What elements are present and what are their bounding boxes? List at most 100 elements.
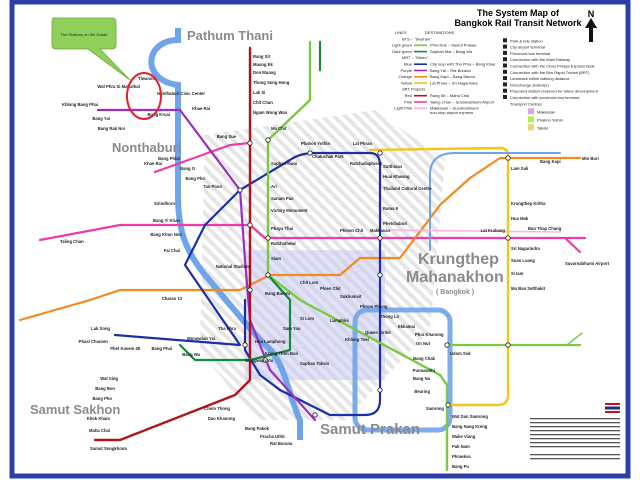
station-label[interactable]: Lat Krabang: [481, 228, 506, 233]
station-label[interactable]: Ratchathewi: [271, 241, 296, 246]
station-label[interactable]: Sri Nagarindra: [511, 246, 541, 251]
station-label[interactable]: Thung Song Hong: [253, 80, 290, 85]
station-label[interactable]: Sirindhorn: [154, 201, 176, 206]
station-label[interactable]: Queen Sirikit: [365, 330, 391, 335]
station-label[interactable]: Bang Bon: [95, 386, 115, 391]
station-label[interactable]: Phrom Phong: [360, 304, 388, 309]
station-label[interactable]: Saphan Kwai: [271, 161, 297, 166]
station-label[interactable]: Nonthaburi Civic Center: [157, 91, 205, 96]
station-label[interactable]: Maha Chai: [89, 428, 110, 433]
station-label[interactable]: Rat Burana: [270, 441, 293, 446]
station-label[interactable]: Chit Lom: [300, 280, 318, 285]
station-label[interactable]: Bang Khun Non: [150, 232, 182, 237]
station-label[interactable]: Bang Phai: [152, 346, 172, 351]
station-label[interactable]: Bang Wa: [182, 352, 200, 357]
station-label[interactable]: Phaya Thai: [271, 226, 293, 231]
station-label[interactable]: Phasi Charoen: [79, 339, 109, 344]
station-label[interactable]: Victory Monument: [271, 208, 308, 213]
station-label[interactable]: Hua Lamphong: [255, 339, 286, 344]
station-label[interactable]: Samrong: [426, 406, 445, 411]
station-label[interactable]: Phraeksa: [452, 454, 471, 459]
station-label[interactable]: Wat Phra Si Mahathat: [97, 84, 140, 89]
station-label[interactable]: Ekkamai: [398, 324, 415, 329]
station-label[interactable]: Rang Sit: [253, 54, 271, 59]
station-label[interactable]: Bang Kruai: [148, 112, 170, 117]
station-label[interactable]: Si Iam: [511, 271, 524, 276]
station-label[interactable]: Phetchaburi: [383, 221, 407, 226]
station-label[interactable]: Bang Kapi: [540, 159, 561, 164]
station-label[interactable]: Lat Phrao: [353, 141, 373, 146]
station-label[interactable]: Hua Mak: [511, 216, 529, 221]
station-label[interactable]: Bang Pho: [185, 176, 205, 181]
station-label[interactable]: Chom Thong: [204, 406, 230, 411]
station-label[interactable]: Bang Phlat: [158, 156, 180, 161]
station-label[interactable]: Sanam Pao: [271, 196, 294, 201]
station-label[interactable]: National Stadium: [216, 264, 250, 269]
station-label[interactable]: Don Muang: [253, 70, 276, 75]
station-label[interactable]: Wongwian Yai: [245, 358, 273, 363]
station-label[interactable]: Fai Chai: [164, 248, 180, 253]
station-label[interactable]: Phet Kasem 48: [110, 346, 140, 351]
station-label[interactable]: Mo Chit: [271, 126, 287, 131]
station-label[interactable]: Bang Rak Noi: [98, 126, 125, 131]
station-label[interactable]: Bang Pakok: [245, 426, 270, 431]
station-label[interactable]: Ploen Chit: [320, 286, 341, 291]
station-label[interactable]: Makkasan: [370, 228, 390, 233]
station-label[interactable]: Phahon Yothin: [301, 141, 331, 146]
station-label[interactable]: Tiwanon: [138, 76, 155, 81]
station-label[interactable]: Chit Chan: [253, 100, 273, 105]
station-label[interactable]: Lak Si: [253, 90, 265, 95]
station-label[interactable]: Phloen Chit: [340, 228, 364, 233]
station-label[interactable]: Udom Suk: [450, 351, 471, 356]
station-label[interactable]: Sam Yan: [283, 326, 301, 331]
station-label[interactable]: Huai Khwang: [383, 174, 410, 179]
station-label[interactable]: Bang Yi Khan: [153, 218, 180, 223]
station-label[interactable]: Sutthisan: [383, 164, 403, 169]
station-label[interactable]: Lam Sali: [511, 166, 528, 171]
station-label[interactable]: Dao Khanong: [208, 416, 236, 421]
station-label[interactable]: On Nut: [416, 341, 431, 346]
station-label[interactable]: Siam: [271, 256, 281, 261]
station-label[interactable]: Bang Sue: [217, 134, 237, 139]
station-label[interactable]: Mu Ban Setthakit: [511, 286, 546, 291]
station-label[interactable]: Khlong Bang Phai: [62, 102, 98, 107]
station-label[interactable]: Krungthep Kritha: [511, 201, 546, 206]
station-label[interactable]: Pracha Uthit: [260, 434, 285, 439]
station-label[interactable]: Ngam Wong Wan: [253, 110, 288, 115]
station-label[interactable]: Khae Rai: [144, 161, 162, 166]
station-label[interactable]: Bang Nang Kreng: [452, 424, 488, 429]
station-label[interactable]: Bang Bamru: [265, 291, 290, 296]
station-label[interactable]: Phra Khanong: [415, 332, 444, 337]
station-label[interactable]: Min Buri: [582, 156, 599, 161]
station-label[interactable]: Tha Phra: [218, 326, 237, 331]
station-label[interactable]: Wake Viang: [452, 434, 476, 439]
station-label[interactable]: Charan 13: [162, 296, 183, 301]
station-label[interactable]: Taling Chan: [60, 239, 84, 244]
station-label[interactable]: Khlong Toei: [345, 337, 369, 342]
station-label[interactable]: Lak Song: [91, 326, 110, 331]
station-label[interactable]: Wat Sing: [100, 376, 118, 381]
station-label[interactable]: Wongwian Yai: [187, 336, 215, 341]
station-label[interactable]: Krung Thon Buri: [265, 351, 298, 356]
station-label[interactable]: Suvarnabhumi Airport: [565, 261, 610, 266]
station-label[interactable]: Bang O: [180, 166, 196, 171]
station-label[interactable]: Bang Yai: [92, 116, 110, 121]
station-label[interactable]: Khae Rai: [192, 106, 210, 111]
station-label[interactable]: Bang Na: [413, 376, 431, 381]
station-label[interactable]: Chatuchak Park: [312, 154, 344, 159]
station-label[interactable]: Punnawithi: [413, 368, 435, 373]
station-label[interactable]: Si Lom: [300, 316, 314, 321]
station-label[interactable]: Tao Poon: [203, 184, 222, 189]
station-label[interactable]: Ari: [271, 184, 277, 189]
station-label[interactable]: Lumphini: [330, 318, 349, 323]
station-label[interactable]: Ban Thap Chang: [528, 226, 562, 231]
station-label[interactable]: Suan Luang: [511, 258, 535, 263]
station-label[interactable]: Sukhumvit: [340, 294, 362, 299]
station-label[interactable]: Pak Nam: [452, 444, 470, 449]
station-label[interactable]: Thong Lo: [380, 314, 400, 319]
station-label[interactable]: Bang Pho: [92, 396, 112, 401]
station-label[interactable]: Thailand Cultural Centre: [383, 186, 432, 191]
station-label[interactable]: Ratchadaphisek: [350, 161, 383, 166]
station-label[interactable]: Khok Kham: [87, 416, 111, 421]
station-label[interactable]: Wat Dan Samrong: [452, 414, 488, 419]
